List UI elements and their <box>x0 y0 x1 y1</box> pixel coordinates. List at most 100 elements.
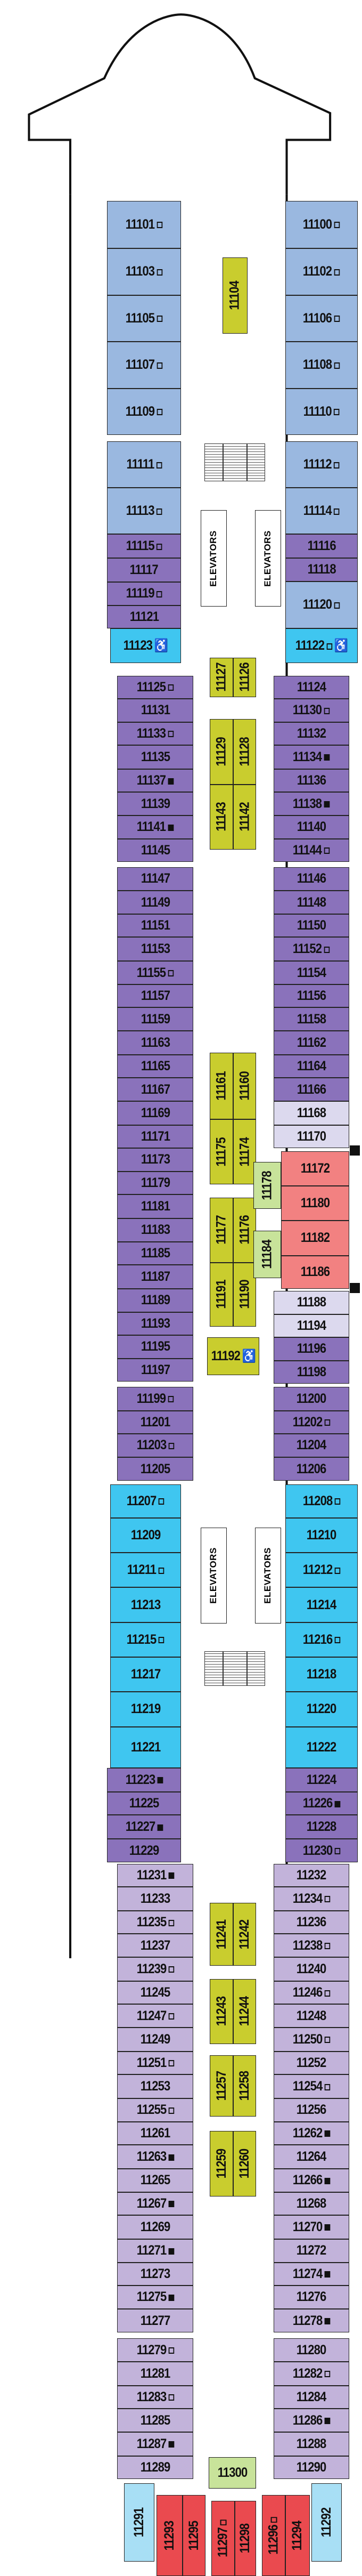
cabin-11176[interactable]: 11176 <box>233 1197 257 1263</box>
cabin-11251[interactable]: 11251 <box>117 2051 194 2075</box>
cabin-11286[interactable]: 11286 <box>274 2409 349 2432</box>
cabin-11128[interactable]: 11128 <box>233 719 257 785</box>
cabin-11232[interactable]: 11232 <box>274 1863 349 1887</box>
cabin-11274[interactable]: 11274 <box>274 2262 349 2286</box>
cabin-11199[interactable]: 11199 <box>117 1386 194 1411</box>
cabin-11257[interactable]: 11257 <box>210 2055 233 2117</box>
cabin-11209[interactable]: 11209 <box>110 1517 181 1553</box>
cabin-11252[interactable]: 11252 <box>274 2051 349 2075</box>
cabin-11141[interactable]: 11141 <box>117 815 194 839</box>
cabin-11270[interactable]: 11270 <box>274 2215 349 2240</box>
cabin-11191[interactable]: 11191 <box>210 1263 233 1327</box>
cabin-11278[interactable]: 11278 <box>274 2308 349 2333</box>
cabin-11244[interactable]: 11244 <box>233 1979 257 2045</box>
cabin-11215[interactable]: 11215 <box>110 1622 181 1657</box>
cabin-11100[interactable]: 11100 <box>285 200 358 249</box>
cabin-11273[interactable]: 11273 <box>117 2262 194 2286</box>
cabin-11189[interactable]: 11189 <box>117 1289 194 1312</box>
cabin-11236[interactable]: 11236 <box>274 1910 349 1934</box>
cabin-11155[interactable]: 11155 <box>117 961 194 984</box>
cabin-11123[interactable]: 11123♿ <box>110 628 181 664</box>
cabin-11259[interactable]: 11259 <box>210 2131 233 2197</box>
cabin-11229[interactable]: 11229 <box>107 1839 181 1862</box>
cabin-11228[interactable]: 11228 <box>285 1815 358 1839</box>
cabin-11271[interactable]: 11271 <box>117 2239 194 2263</box>
cabin-11145[interactable]: 11145 <box>117 838 194 862</box>
cabin-11282[interactable]: 11282 <box>274 2361 349 2386</box>
cabin-11170[interactable]: 11170 <box>274 1125 349 1149</box>
cabin-11178[interactable]: 11178 <box>253 1162 281 1209</box>
cabin-11230[interactable]: 11230 <box>285 1839 358 1862</box>
cabin-11218[interactable]: 11218 <box>285 1657 358 1692</box>
cabin-11134[interactable]: 11134 <box>274 745 349 769</box>
cabin-11140[interactable]: 11140 <box>274 815 349 839</box>
cabin-11294[interactable]: 11294 <box>285 2495 310 2576</box>
cabin-11107[interactable]: 11107 <box>107 341 181 389</box>
cabin-11276[interactable]: 11276 <box>274 2286 349 2309</box>
cabin-11149[interactable]: 11149 <box>117 891 194 914</box>
cabin-11227[interactable]: 11227 <box>107 1815 181 1839</box>
cabin-11113[interactable]: 11113 <box>107 488 181 535</box>
cabin-11180[interactable]: 11180 <box>281 1185 349 1221</box>
cabin-11135[interactable]: 11135 <box>117 745 194 769</box>
cabin-11111[interactable]: 11111 <box>107 441 181 488</box>
cabin-11103[interactable]: 11103 <box>107 248 181 295</box>
cabin-11126[interactable]: 11126 <box>233 657 257 698</box>
cabin-11265[interactable]: 11265 <box>117 2169 194 2192</box>
cabin-11168[interactable]: 11168 <box>274 1101 349 1125</box>
cabin-11200[interactable]: 11200 <box>274 1386 349 1411</box>
cabin-11144[interactable]: 11144 <box>274 838 349 862</box>
cabin-11279[interactable]: 11279 <box>117 2338 194 2362</box>
cabin-11125[interactable]: 11125 <box>117 675 194 699</box>
cabin-11115[interactable]: 11115 <box>107 534 181 559</box>
cabin-11221[interactable]: 11221 <box>110 1726 181 1769</box>
cabin-11159[interactable]: 11159 <box>117 1007 194 1031</box>
cabin-11116[interactable]: 11116 <box>285 534 358 559</box>
cabin-11138[interactable]: 11138 <box>274 792 349 815</box>
cabin-11261[interactable]: 11261 <box>117 2121 194 2145</box>
cabin-11148[interactable]: 11148 <box>274 891 349 914</box>
cabin-11240[interactable]: 11240 <box>274 1957 349 1981</box>
cabin-11235[interactable]: 11235 <box>117 1910 194 1934</box>
cabin-11121[interactable]: 11121 <box>107 605 181 629</box>
cabin-11198[interactable]: 11198 <box>274 1360 349 1384</box>
cabin-11291[interactable]: 11291 <box>124 2483 154 2562</box>
cabin-11237[interactable]: 11237 <box>117 1934 194 1957</box>
cabin-11129[interactable]: 11129 <box>210 719 233 785</box>
cabin-11158[interactable]: 11158 <box>274 1007 349 1031</box>
cabin-11210[interactable]: 11210 <box>285 1517 358 1553</box>
cabin-11262[interactable]: 11262 <box>274 2121 349 2145</box>
cabin-11277[interactable]: 11277 <box>117 2308 194 2333</box>
cabin-11187[interactable]: 11187 <box>117 1265 194 1289</box>
cabin-11204[interactable]: 11204 <box>274 1434 349 1457</box>
cabin-11157[interactable]: 11157 <box>117 984 194 1008</box>
cabin-11124[interactable]: 11124 <box>274 675 349 699</box>
cabin-11242[interactable]: 11242 <box>233 1903 257 1966</box>
cabin-11239[interactable]: 11239 <box>117 1957 194 1981</box>
cabin-11167[interactable]: 11167 <box>117 1078 194 1101</box>
cabin-11224[interactable]: 11224 <box>285 1768 358 1792</box>
cabin-11238[interactable]: 11238 <box>274 1934 349 1957</box>
cabin-11216[interactable]: 11216 <box>285 1622 358 1657</box>
cabin-11195[interactable]: 11195 <box>117 1335 194 1359</box>
cabin-11164[interactable]: 11164 <box>274 1054 349 1078</box>
cabin-11197[interactable]: 11197 <box>117 1358 194 1382</box>
cabin-11104[interactable]: 11104 <box>222 257 248 334</box>
cabin-11166[interactable]: 11166 <box>274 1078 349 1101</box>
cabin-11280[interactable]: 11280 <box>274 2338 349 2362</box>
cabin-11264[interactable]: 11264 <box>274 2145 349 2169</box>
cabin-11146[interactable]: 11146 <box>274 867 349 891</box>
cabin-11289[interactable]: 11289 <box>117 2456 194 2480</box>
cabin-11139[interactable]: 11139 <box>117 792 194 815</box>
cabin-11132[interactable]: 11132 <box>274 722 349 746</box>
cabin-11118[interactable]: 11118 <box>285 558 358 582</box>
cabin-11105[interactable]: 11105 <box>107 295 181 342</box>
cabin-11161[interactable]: 11161 <box>210 1052 233 1119</box>
cabin-11196[interactable]: 11196 <box>274 1337 349 1361</box>
cabin-11173[interactable]: 11173 <box>117 1148 194 1172</box>
cabin-11272[interactable]: 11272 <box>274 2239 349 2263</box>
cabin-11110[interactable]: 11110 <box>285 388 358 435</box>
cabin-11285[interactable]: 11285 <box>117 2409 194 2432</box>
cabin-11147[interactable]: 11147 <box>117 867 194 891</box>
cabin-11234[interactable]: 11234 <box>274 1887 349 1911</box>
